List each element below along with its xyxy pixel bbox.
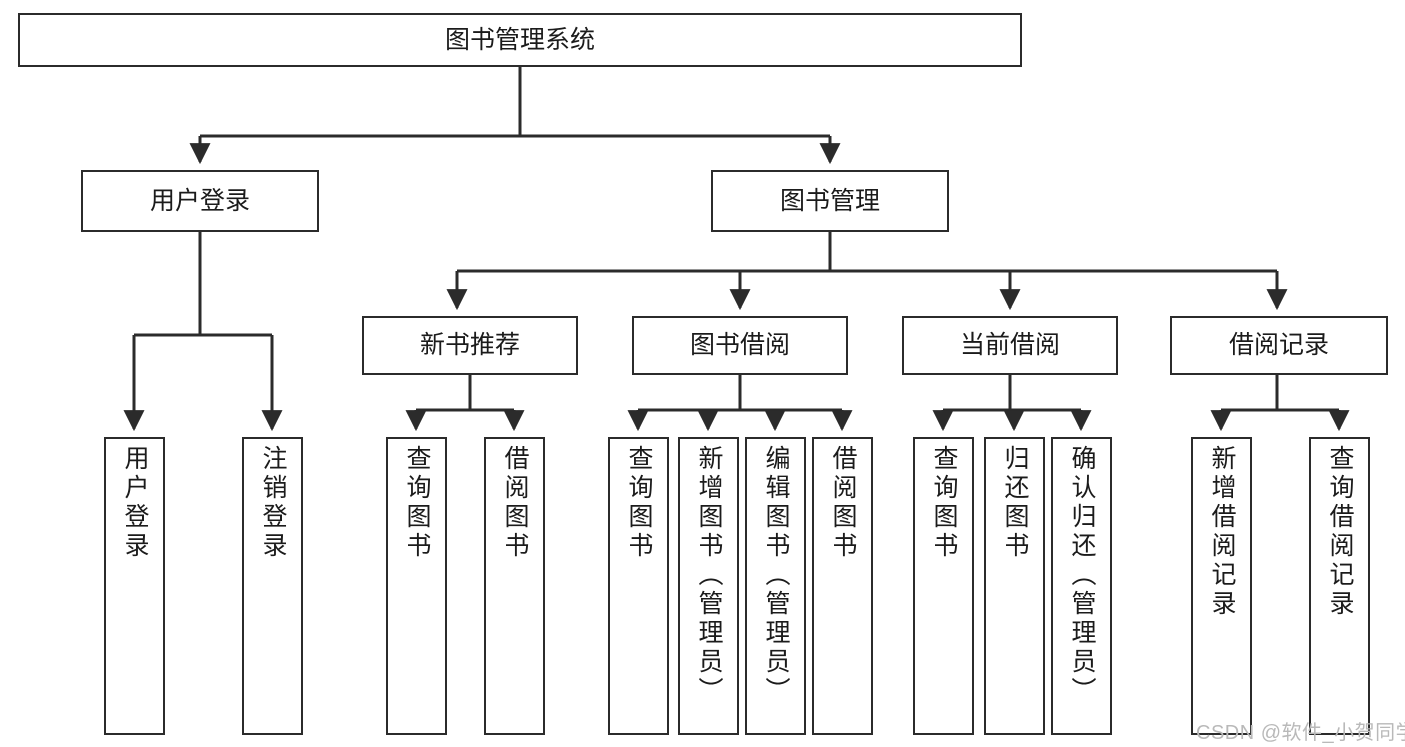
node-leaf-edit-book-admin[interactable]: 编辑图书（管理员）: [745, 437, 806, 735]
node-current-borrow-label: 当前借阅: [959, 331, 1060, 360]
node-leaf-label: 查询图书: [403, 445, 431, 561]
node-leaf-add-book-admin[interactable]: 新增图书（管理员）: [678, 437, 739, 735]
node-user-login[interactable]: 用户登录: [81, 170, 319, 232]
node-leaf-label: 查询图书: [625, 445, 653, 561]
node-leaf-label: 查询借阅记录: [1326, 445, 1354, 619]
node-new-book-recommend-label: 新书推荐: [419, 331, 520, 360]
node-book-manage[interactable]: 图书管理: [711, 170, 949, 232]
node-current-borrow[interactable]: 当前借阅: [902, 316, 1118, 375]
node-root-label: 图书管理系统: [444, 25, 595, 54]
node-user-login-label: 用户登录: [149, 186, 250, 215]
node-leaf-label: 借阅图书: [501, 445, 529, 561]
node-leaf-label: 新增借阅记录: [1208, 445, 1236, 619]
node-borrow-record[interactable]: 借阅记录: [1170, 316, 1388, 375]
node-leaf-label: 编辑图书（管理员）: [762, 445, 790, 706]
node-leaf-user-logout[interactable]: 注销登录: [242, 437, 303, 735]
node-book-borrow-label: 图书借阅: [689, 331, 790, 360]
node-book-manage-label: 图书管理: [779, 186, 880, 215]
node-leaf-add-borrow-record[interactable]: 新增借阅记录: [1191, 437, 1252, 735]
node-book-borrow[interactable]: 图书借阅: [632, 316, 848, 375]
node-leaf-query-book-current[interactable]: 查询图书: [913, 437, 974, 735]
node-leaf-borrow-book[interactable]: 借阅图书: [812, 437, 873, 735]
node-leaf-confirm-return-admin[interactable]: 确认归还（管理员）: [1051, 437, 1112, 735]
node-leaf-label: 查询图书: [930, 445, 958, 561]
node-root-system[interactable]: 图书管理系统: [18, 13, 1022, 67]
node-leaf-borrow-book-rec[interactable]: 借阅图书: [484, 437, 545, 735]
node-leaf-label: 注销登录: [259, 445, 287, 561]
csdn-watermark: CSDN @软件_小贺同学: [1196, 722, 1405, 744]
node-new-book-recommend[interactable]: 新书推荐: [362, 316, 578, 375]
node-leaf-query-borrow-record[interactable]: 查询借阅记录: [1309, 437, 1370, 735]
node-leaf-label: 新增图书（管理员）: [695, 445, 723, 706]
node-leaf-query-book-borrow[interactable]: 查询图书: [608, 437, 669, 735]
node-leaf-label: 确认归还（管理员）: [1068, 445, 1096, 706]
node-leaf-return-book[interactable]: 归还图书: [984, 437, 1045, 735]
node-leaf-label: 借阅图书: [829, 445, 857, 561]
node-leaf-label: 用户登录: [121, 445, 149, 561]
node-leaf-user-login[interactable]: 用户登录: [104, 437, 165, 735]
node-leaf-query-book-rec[interactable]: 查询图书: [386, 437, 447, 735]
node-leaf-label: 归还图书: [1001, 445, 1029, 561]
node-borrow-record-label: 借阅记录: [1228, 331, 1329, 360]
